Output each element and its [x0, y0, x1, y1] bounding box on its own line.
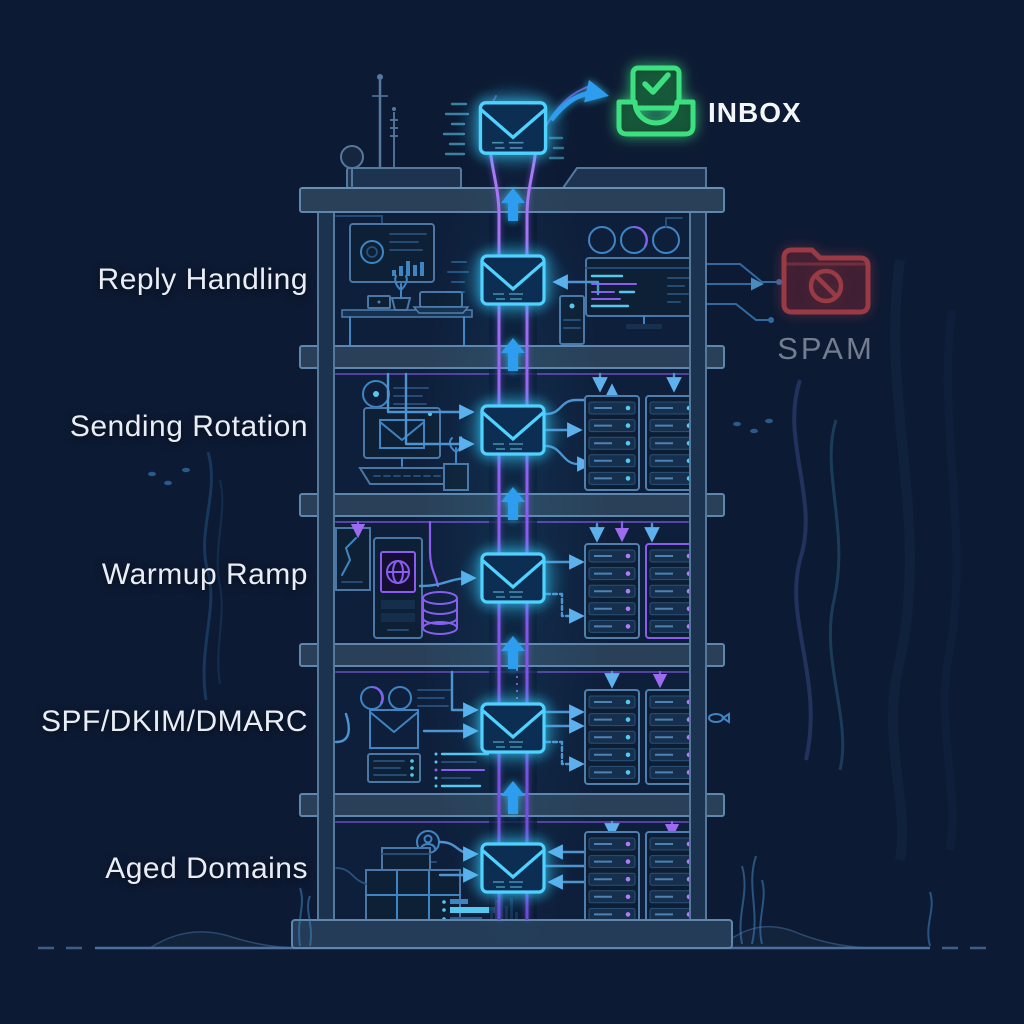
envelope-outline-icon	[369, 709, 419, 749]
top-scene	[442, 65, 696, 176]
curved-arrow-icon	[549, 79, 609, 122]
inbox-label: INBOX	[708, 97, 802, 128]
left-column	[317, 195, 335, 949]
server-rack-icon	[584, 831, 640, 927]
envelope-icon	[456, 532, 570, 624]
plant-icon	[390, 275, 412, 311]
drawer-panel-icon	[367, 753, 421, 783]
circuit-trace	[705, 263, 782, 323]
spam-folder-icon	[781, 247, 871, 315]
antenna-icon	[372, 74, 398, 168]
spam-label: SPAM	[777, 331, 875, 366]
envelope-icon	[456, 682, 570, 774]
right-column	[689, 195, 707, 949]
floor-label-sending-rotation: Sending Rotation	[69, 410, 308, 443]
envelope-icon	[456, 234, 570, 326]
wall-chart-icon	[335, 527, 371, 591]
kiosk-globe-icon	[373, 537, 423, 639]
envelope-icon	[456, 384, 570, 476]
donut-gauges-icon	[588, 217, 683, 254]
crates-icon	[365, 847, 461, 921]
inbox-icon	[616, 65, 696, 137]
floor-label-reply-handling: Reply Handling	[97, 263, 308, 296]
fish-icon	[708, 712, 730, 724]
floor-label-aged-domains: Aged Domains	[105, 852, 308, 885]
floor-label-warmup-ramp: Warmup Ramp	[101, 558, 308, 591]
satellite-dish-icon	[340, 145, 364, 188]
seaweed-icon	[202, 379, 845, 771]
seaweed-icon	[298, 855, 933, 947]
dashboard-panel-icon	[349, 223, 435, 283]
floor-aged-domains-interior	[335, 820, 701, 927]
spam-branch	[705, 247, 871, 323]
fish-icon	[148, 418, 773, 486]
floor-label-spf-dkim-dmarc: SPF/DKIM/DMARC	[40, 705, 308, 738]
envelope-icon	[456, 822, 570, 914]
roof	[299, 74, 725, 213]
envelope-icon	[453, 80, 573, 176]
light-streaks	[887, 259, 961, 861]
